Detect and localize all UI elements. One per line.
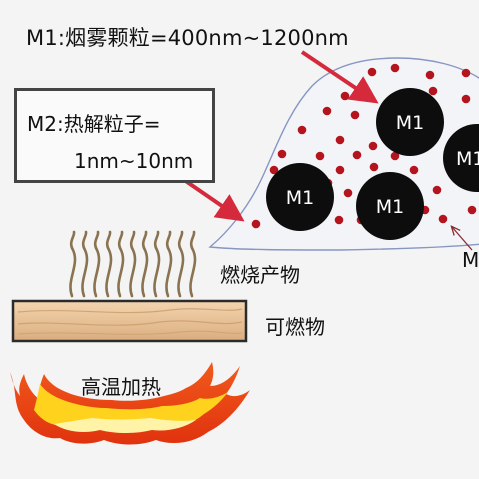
- small-particle: [340, 91, 350, 101]
- small-particle: [368, 141, 378, 151]
- particle-label: M1: [396, 112, 424, 134]
- small-particle: [269, 165, 279, 175]
- flame-inner: [54, 418, 196, 433]
- small-particle: [467, 205, 477, 215]
- smoke-wisp: [117, 230, 125, 298]
- small-particle: [322, 106, 332, 116]
- smoke-wisp: [93, 230, 101, 298]
- small-particle: [390, 63, 400, 73]
- edge-pointer-arrow: [452, 227, 473, 251]
- fuel-label: 可燃物: [265, 315, 325, 339]
- m1-pointer-arrow: [300, 50, 379, 104]
- plank-body: [11, 299, 248, 343]
- m2-caption-box: M2:热解粒子= 1nm~10nm: [14, 88, 215, 183]
- particle-label: M1: [286, 187, 314, 209]
- small-particle: [428, 86, 438, 96]
- smoke-wisp: [105, 230, 113, 298]
- small-particle: [367, 67, 377, 77]
- smoke-wisp: [81, 230, 89, 298]
- wood-grain: [17, 308, 243, 314]
- smoke-wisp: [129, 230, 137, 298]
- heat-label: 高温加热: [81, 375, 161, 399]
- smoke-wisp: [165, 230, 173, 298]
- flame-inner: [34, 384, 228, 431]
- small-particle: [277, 149, 287, 159]
- smoke-wisp: [141, 230, 149, 298]
- small-particle: [334, 215, 344, 225]
- small-particle: [335, 135, 345, 145]
- small-particle: [461, 94, 471, 104]
- small-particle: [335, 165, 345, 175]
- m2-caption-line2: 1nm~10nm: [74, 149, 194, 173]
- large-particle: [376, 88, 444, 156]
- smoke-cloud-outline: [208, 57, 479, 251]
- large-particle: [356, 172, 424, 240]
- small-particle: [315, 151, 325, 161]
- smoke-wisp: [69, 230, 77, 298]
- small-particle: [297, 125, 307, 135]
- smoke-wisp: [189, 230, 197, 298]
- edge-particle-label: M: [462, 248, 479, 272]
- smoke-wisp: [153, 230, 161, 298]
- small-particle: [425, 70, 435, 80]
- combustion-products-label: 燃烧产物: [220, 263, 300, 287]
- m2-caption-line1: M2:热解粒子=: [27, 112, 161, 136]
- particle-label: M1: [456, 148, 479, 170]
- fuel-plank: [11, 299, 248, 343]
- large-particle: [266, 163, 334, 231]
- small-particle: [350, 110, 360, 120]
- large-particle: [443, 124, 479, 192]
- small-particle: [461, 68, 471, 78]
- small-particle: [438, 214, 448, 224]
- smoke-particles: M1 M1 M1 M1: [266, 88, 479, 240]
- small-particle: [369, 162, 379, 172]
- small-particle: [352, 150, 362, 160]
- small-particle: [409, 165, 419, 175]
- m1-caption: M1:烟雾颗粒=400nm~1200nm: [26, 26, 349, 50]
- small-particle: [343, 188, 353, 198]
- wood-grain: [17, 330, 243, 335]
- combustion-product-wisps: [69, 230, 197, 298]
- particle-label: M1: [376, 196, 404, 218]
- small-particle: [251, 219, 261, 229]
- wood-grain: [17, 320, 243, 326]
- small-particle: [432, 185, 442, 195]
- heat-flame: [10, 362, 250, 445]
- small-particle: [390, 151, 400, 161]
- smoke-wisp: [177, 230, 185, 298]
